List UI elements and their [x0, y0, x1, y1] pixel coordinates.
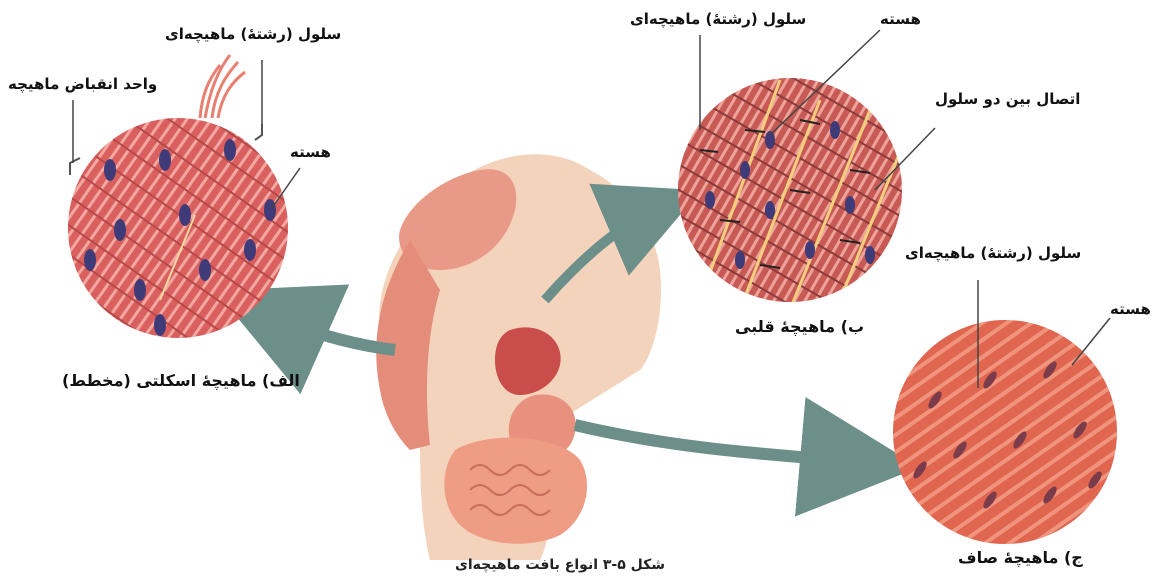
skeletal-caption: الف) ماهیچهٔ اسکلتی (مخطط) — [62, 372, 300, 390]
figure-caption: شکل ۵-۳ انواع بافت ماهیچه‌ای — [455, 556, 665, 574]
leader-smooth-nucleus — [1072, 318, 1110, 365]
skeletal-contraction-unit-label: واحد انقباض ماهیچه — [8, 75, 157, 93]
cell-bracket — [255, 124, 262, 140]
skeletal-tissue — [68, 118, 288, 338]
cardiac-junction-label: اتصال بین دو سلول — [935, 90, 1080, 108]
cardiac-caption: ب) ماهیچهٔ قلبی — [735, 318, 864, 336]
skeletal-muscle-circle — [68, 55, 288, 338]
skeletal-cell-label: سلول (رشتهٔ) ماهیچه‌ای — [165, 25, 341, 43]
fiber-ends — [200, 55, 245, 118]
contraction-unit-bracket — [70, 158, 80, 175]
arrow-to-skeletal — [270, 315, 395, 350]
cardiac-muscle-circle — [678, 78, 905, 310]
intestines-shape — [444, 438, 587, 544]
arrow-to-smooth — [575, 425, 860, 462]
cardiac-cell-label: سلول (رشتهٔ) ماهیچه‌ای — [630, 10, 806, 28]
smooth-caption: ج) ماهیچهٔ صاف — [958, 549, 1083, 567]
body-illustration — [376, 154, 661, 560]
smooth-nucleus-label: هسته — [1110, 300, 1151, 318]
smooth-muscle-circle — [893, 320, 1117, 544]
cardiac-nucleus-label: هسته — [880, 10, 921, 28]
smooth-cell-label: سلول (رشتهٔ) ماهیچه‌ای — [905, 244, 1081, 262]
skeletal-nucleus-label: هسته — [290, 143, 331, 161]
